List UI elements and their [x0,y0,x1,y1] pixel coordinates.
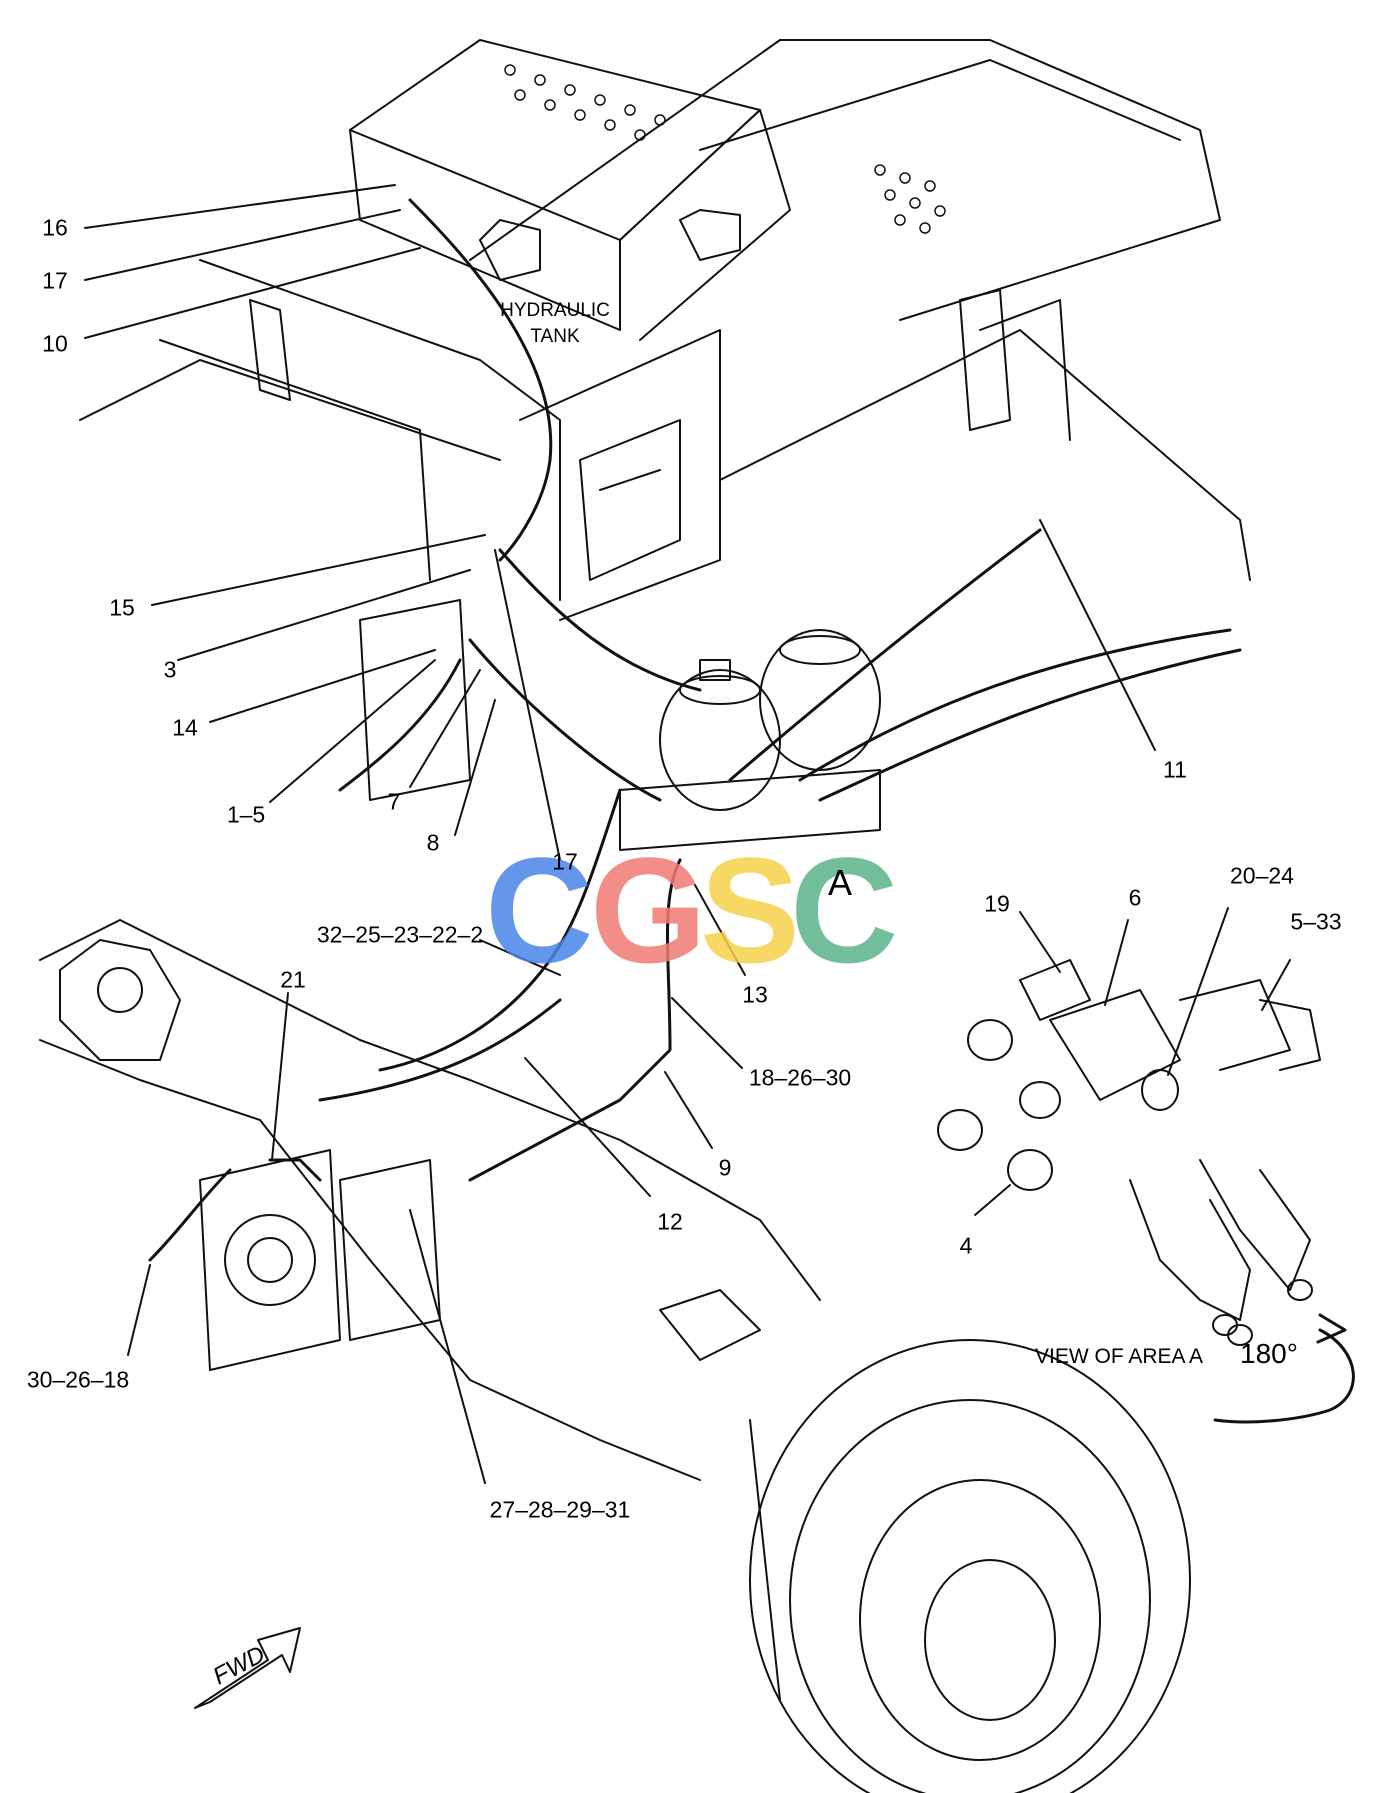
accumulator-drawing [619,629,881,851]
callout-3: 3 [163,656,177,683]
callout-1-5: 1–5 [226,801,266,828]
callout-12: 12 [657,1208,683,1235]
leader-lines [84,184,1291,1484]
rotation-degree-label: 180° [1240,1338,1298,1369]
callout-15: 15 [109,594,135,621]
callout-4: 4 [959,1232,973,1259]
watermark-letter-4: C [790,826,899,994]
callout-10: 10 [42,330,68,357]
callout-17-lower: 17 [552,848,578,875]
callout-13: 13 [742,981,768,1008]
callout-32-25-23-22-2: 32–25–23–22–2 [316,921,484,948]
callout-20-24: 20–24 [1230,862,1294,889]
callout-27-28-29-31: 27–28–29–31 [489,1496,631,1523]
view-of-area-caption: VIEW OF AREA A [1035,1345,1204,1368]
callout-21: 21 [280,966,306,993]
callout-16: 16 [42,214,68,241]
watermark-letter-3: S [700,826,801,994]
hose-lines [148,198,1242,1262]
callout-5-33: 5–33 [1290,908,1342,935]
watermark-letter-1: C [485,826,594,994]
callout-7: 7 [387,788,401,815]
callout-14: 14 [172,714,198,741]
callout-18-26-30: 18–26–30 [748,1064,852,1091]
callout-11: 11 [1163,756,1187,783]
hydraulic-tank-drawing [79,39,1251,801]
callout-30-26-18: 30–26–18 [26,1366,130,1393]
callout-19: 19 [984,890,1010,917]
callout-17-upper: 17 [42,267,68,294]
tank-label-line1: HYDRAULIC [500,300,610,321]
tank-bolt-pattern [504,64,946,234]
area-a-detail-drawing [937,959,1321,1346]
callout-8: 8 [426,829,440,856]
rotation-arrowhead [1316,1313,1347,1344]
rotation-arrow [1213,1328,1355,1424]
fwd-arrow-outline [194,1627,301,1709]
watermark-letter-2: G [590,826,707,994]
tank-label-line2: TANK [530,326,580,347]
callout-9: 9 [718,1154,732,1181]
hydraulic-tank-label: HYDRAULIC TANK [490,298,620,350]
axle-drawing [39,919,1191,1793]
area-a-marker: A [828,862,853,903]
callout-6: 6 [1128,884,1142,911]
